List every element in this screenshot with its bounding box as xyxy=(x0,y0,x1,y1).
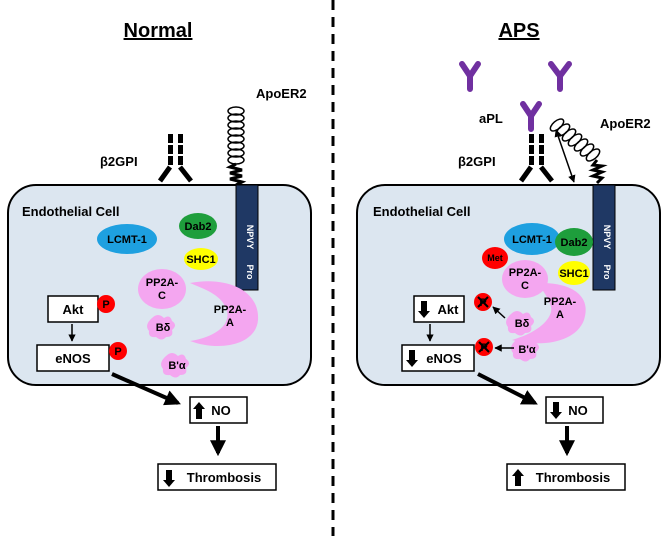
lcmt1-label: LCMT-1 xyxy=(107,234,147,246)
b-alpha-label: B'α xyxy=(518,344,536,356)
apl-label: aPL xyxy=(479,111,503,126)
npvy-label-front: NPVY xyxy=(602,225,612,250)
down-arrow-icon xyxy=(418,301,430,318)
b2gpi-label: β2GPI xyxy=(100,154,138,169)
normal-title: Normal xyxy=(124,20,193,42)
b-alpha-label: B'α xyxy=(168,360,186,372)
thrombosis-label: Thrombosis xyxy=(536,470,610,485)
down-arrow-icon xyxy=(406,350,418,367)
down-arrow-icon xyxy=(163,470,175,487)
b2gpi-receptor xyxy=(157,134,193,183)
pp2ac-protein xyxy=(138,269,186,309)
akt-phospho-label: P xyxy=(102,299,109,311)
apoer2-body xyxy=(592,184,616,291)
no-label: NO xyxy=(568,403,588,418)
met-group xyxy=(482,247,508,269)
dab2-label: Dab2 xyxy=(185,221,212,233)
enos-box xyxy=(36,344,110,372)
apl-antibody-icons xyxy=(459,61,572,132)
dab2-protein xyxy=(555,228,593,256)
pp2aa-protein xyxy=(512,282,586,344)
cell-label: Endothelial Cell xyxy=(22,204,120,219)
b2gpi-receptor xyxy=(518,134,554,183)
blocked-x-icon xyxy=(477,296,489,308)
up-arrow-icon xyxy=(193,402,205,419)
dab2-protein xyxy=(179,213,217,239)
akt-phospho xyxy=(97,295,115,313)
pp2ac-label-2: C xyxy=(158,290,166,302)
b-delta-protein xyxy=(506,311,534,336)
bdelta-dephospho-arrow xyxy=(492,306,506,319)
thrombosis-box xyxy=(157,463,277,491)
dab2-label: Dab2 xyxy=(561,237,588,249)
npvy-label: NPVY xyxy=(245,225,255,250)
thrombosis-box xyxy=(506,463,626,491)
lcmt1-protein xyxy=(504,223,560,255)
akt-label: Akt xyxy=(63,302,85,317)
up-arrow-icon xyxy=(512,469,524,486)
pp2aa-label-2: A xyxy=(556,309,564,321)
interaction-arrow xyxy=(554,129,576,183)
b-delta-label: Bδ xyxy=(156,322,171,334)
pro-label: Pro xyxy=(245,264,255,280)
b-delta-protein xyxy=(147,315,175,340)
b-alpha-protein xyxy=(161,353,189,378)
normal-panel: Normal Endothelial Cell β2GPI NPVY Pro A… xyxy=(7,20,312,491)
enos-phospho xyxy=(109,342,127,360)
aps-panel: APS aPL β2GPI xyxy=(356,20,661,491)
enos-label: eNOS xyxy=(426,351,462,366)
pp2aa-protein xyxy=(190,281,259,347)
thrombosis-label: Thrombosis xyxy=(187,470,261,485)
b-delta-label: Bδ xyxy=(515,318,530,330)
enos-phospho-label: P xyxy=(114,346,121,358)
cell-label: Endothelial Cell xyxy=(373,204,471,219)
pp2ac-label-2: C xyxy=(521,280,529,292)
pp2ac-label-1: PP2A- xyxy=(146,277,179,289)
akt-box xyxy=(47,295,99,323)
no-label: NO xyxy=(211,403,231,418)
apoer2-label: ApoER2 xyxy=(256,86,307,101)
pp2ac-protein xyxy=(502,260,548,298)
pro-label-front: Pro xyxy=(602,264,612,280)
shc1-label: SHC1 xyxy=(186,254,215,266)
akt-label: Akt xyxy=(438,302,460,317)
down-arrow-icon xyxy=(550,402,562,419)
b2gpi-label: β2GPI xyxy=(458,154,496,169)
shc1-protein xyxy=(558,261,590,285)
b-alpha-protein xyxy=(511,337,539,362)
enos-label: eNOS xyxy=(55,351,91,366)
pp2aa-label-2: A xyxy=(226,317,234,329)
apoer2-receptor: NPVY Pro xyxy=(225,106,259,291)
pp2ac-label-1: PP2A- xyxy=(509,267,542,279)
pp2aa-label-1: PP2A- xyxy=(214,304,247,316)
met-label: Met xyxy=(487,253,503,263)
lcmt1-protein xyxy=(97,224,157,254)
enos-to-no-arrow xyxy=(111,372,181,406)
blocked-x-icon xyxy=(478,341,490,353)
pp2aa-label-1: PP2A- xyxy=(544,296,577,308)
shc1-protein xyxy=(184,248,218,270)
lcmt1-label: LCMT-1 xyxy=(512,234,552,246)
enos-to-no-arrow xyxy=(477,372,538,405)
apoer2-label: ApoER2 xyxy=(600,116,651,131)
shc1-label: SHC1 xyxy=(559,268,588,280)
aps-title: APS xyxy=(498,20,539,42)
